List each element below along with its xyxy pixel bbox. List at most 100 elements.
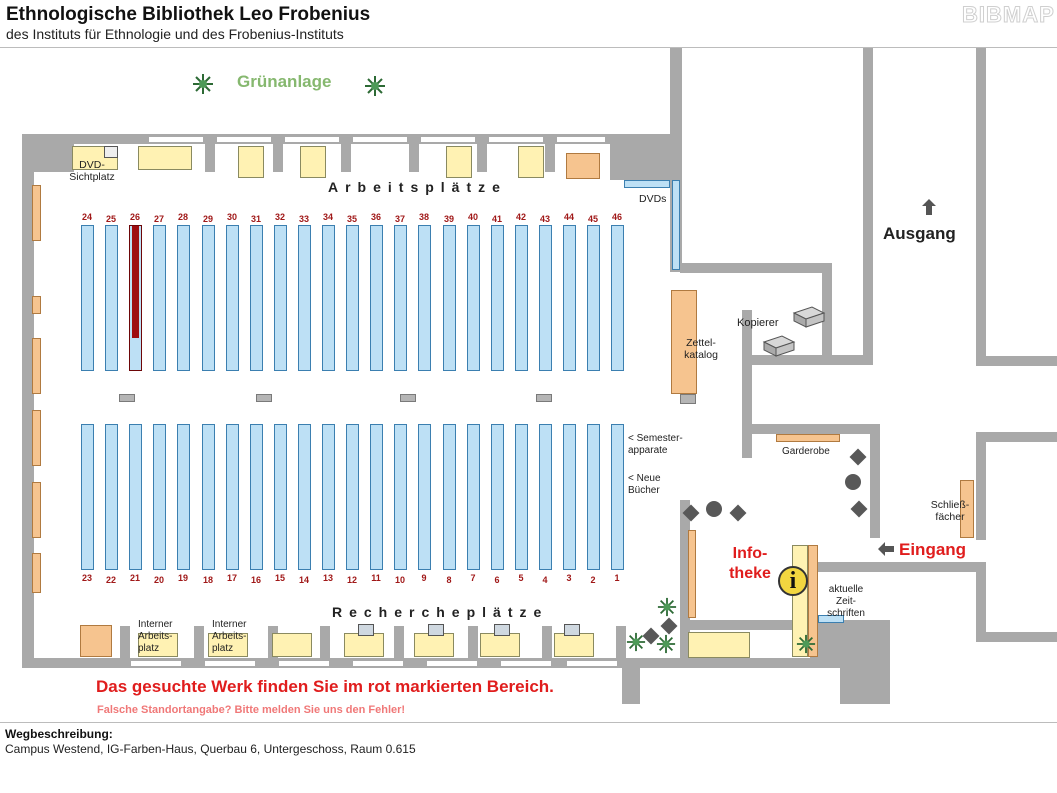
shelf-17: [226, 424, 239, 570]
wall: [840, 668, 890, 704]
seat-number: 30: [226, 212, 237, 222]
shelf-26: [129, 225, 142, 371]
shelf-3: [563, 424, 576, 570]
shelf-31: [250, 225, 263, 371]
shelf-12: [346, 424, 359, 570]
wall: [976, 48, 986, 366]
wall: [680, 263, 830, 273]
wall-table: [32, 553, 41, 593]
wall: [976, 432, 1057, 442]
seat-number: 7: [470, 573, 476, 583]
shelf-13: [322, 424, 335, 570]
window: [148, 136, 204, 143]
directions-heading: Wegbeschreibung:: [5, 727, 113, 741]
semester-label: < Semester- apparate: [628, 433, 683, 456]
seat-number: 23: [81, 573, 92, 583]
location-notice: Das gesuchte Werk finden Sie im rot mark…: [96, 677, 554, 696]
wall: [680, 500, 690, 668]
plant-icon: [657, 597, 677, 617]
seat-number: 27: [153, 214, 164, 224]
info-icon: i: [778, 566, 808, 596]
seat-number: 16: [250, 575, 261, 585]
workplaces-label: Arbeitsplätze: [328, 179, 507, 195]
pillar: [341, 144, 351, 172]
pillar: [256, 394, 272, 402]
shelf-33: [298, 225, 311, 371]
seat-number: 10: [394, 575, 405, 585]
shelf-7: [467, 424, 480, 570]
wall-table: [32, 185, 41, 241]
wall: [810, 620, 890, 668]
seat-number: 29: [202, 214, 213, 224]
plant-pot-icon: [660, 617, 678, 635]
plant-icon: [796, 634, 816, 654]
page-subtitle: des Instituts für Ethnologie und des Fro…: [6, 26, 344, 42]
shelf-23: [81, 424, 94, 570]
pillar: [119, 394, 135, 402]
wall: [620, 658, 820, 668]
table: [238, 146, 264, 178]
wall-table: [32, 338, 41, 394]
window: [284, 136, 340, 143]
wall: [742, 310, 752, 458]
seat-number: 34: [322, 212, 333, 222]
dvd-viewing-label: DVD- Sichtplatz: [69, 159, 115, 183]
shelf-14: [298, 424, 311, 570]
internal-workplace-desk: [138, 633, 178, 657]
green-area-label: Grünanlage: [237, 72, 332, 91]
pillar: [320, 626, 330, 658]
window: [420, 136, 476, 143]
computer-icon: [564, 624, 580, 636]
wall: [870, 424, 880, 538]
shelf-40: [467, 225, 480, 371]
journals-label: aktuelle Zeit- schriften: [827, 584, 865, 619]
pillar: [468, 626, 478, 658]
wall: [976, 632, 1057, 642]
pillar: [545, 144, 555, 172]
research-desk: [554, 633, 594, 657]
shelf-44: [563, 225, 576, 371]
computer-icon: [428, 624, 444, 636]
cloakroom-label: Garderobe: [782, 446, 830, 457]
footer-divider: [0, 722, 1057, 723]
plant-pot-icon: [729, 504, 747, 522]
pillar: [205, 144, 215, 172]
shelf-30: [226, 225, 239, 371]
pillar: [680, 394, 696, 404]
seat-number: 41: [491, 214, 502, 224]
window: [278, 660, 330, 667]
seat-number: 11: [371, 573, 381, 583]
shelf-39: [443, 225, 456, 371]
window: [566, 660, 618, 667]
table: [566, 153, 600, 179]
shelf-25: [105, 225, 118, 371]
shelf-36: [370, 225, 383, 371]
seat-number: 4: [542, 575, 548, 585]
seat-number: 2: [590, 575, 596, 585]
seat-number: 36: [370, 212, 381, 222]
window: [352, 660, 404, 667]
shelf-2: [587, 424, 600, 570]
seat-number: 46: [611, 212, 622, 222]
shelf-34: [322, 225, 335, 371]
seat-number: 40: [467, 212, 478, 222]
shelf-20: [153, 424, 166, 570]
wall: [976, 562, 986, 642]
seat-number: 9: [421, 573, 427, 583]
pillar: [477, 144, 487, 172]
shelf-4: [539, 424, 552, 570]
seat-number: 15: [274, 573, 285, 583]
computer-icon: [104, 146, 118, 158]
plant-icon: [193, 74, 213, 94]
error-report-link[interactable]: Falsche Standortangabe? Bitte melden Sie…: [97, 704, 406, 716]
table-circle-icon: [845, 474, 861, 490]
wall-table: [32, 296, 41, 314]
research-desk: [480, 633, 520, 657]
pillar: [194, 626, 204, 658]
shelf-32: [274, 225, 287, 371]
shelf-37: [394, 225, 407, 371]
card-catalog: [671, 290, 697, 394]
plant-pot-icon: [849, 448, 867, 466]
shelf-19: [177, 424, 190, 570]
